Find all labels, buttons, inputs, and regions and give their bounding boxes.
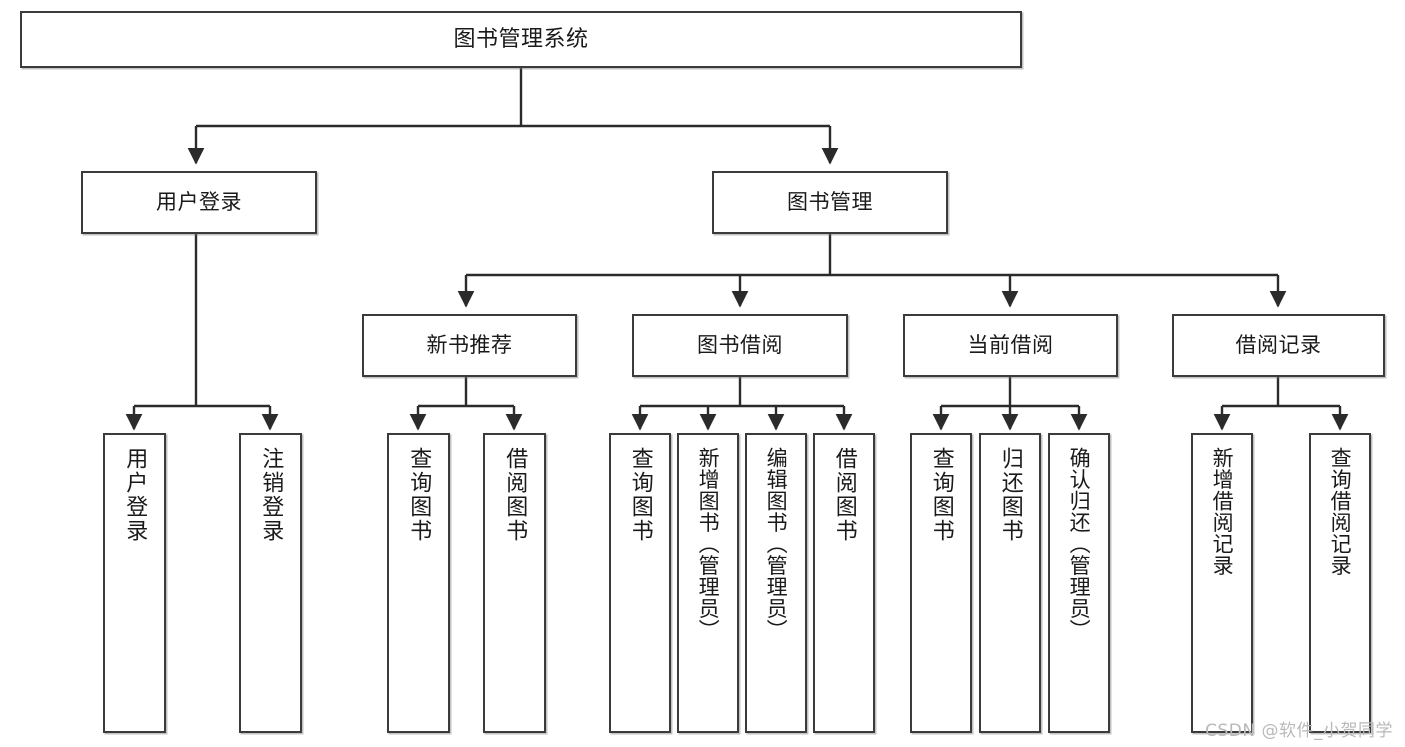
node-label: 新书推荐 <box>426 333 513 358</box>
node-label: 新增图书（管理员） <box>696 447 721 641</box>
leaf-logout[interactable]: 注销登录 <box>239 433 302 733</box>
leaf-add-borrow-record[interactable]: 新增借阅记录 <box>1191 433 1253 733</box>
node-label: 用户登录 <box>122 447 148 543</box>
leaf-search-books-current[interactable]: 查询图书 <box>910 433 972 733</box>
leaf-return-books[interactable]: 归还图书 <box>979 433 1041 733</box>
node-current-borrowing[interactable]: 当前借阅 <box>903 314 1118 377</box>
node-label: 确认归还（管理员） <box>1067 447 1092 641</box>
node-new-book-recommendation[interactable]: 新书推荐 <box>362 314 577 377</box>
node-label: 归还图书 <box>997 447 1023 543</box>
leaf-edit-book-admin[interactable]: 编辑图书（管理员） <box>745 433 807 733</box>
node-label: 图书借阅 <box>697 333 783 358</box>
node-label: 借阅图书 <box>502 447 528 543</box>
node-label: 图书管理系统 <box>453 26 589 52</box>
node-label: 借阅图书 <box>831 447 857 543</box>
node-user-login[interactable]: 用户登录 <box>81 171 317 234</box>
node-label: 编辑图书（管理员） <box>764 447 789 641</box>
leaf-confirm-return-admin[interactable]: 确认归还（管理员） <box>1048 433 1110 733</box>
csdn-watermark: CSDN @软件_小贺同学 <box>1205 721 1393 741</box>
node-book-borrowing[interactable]: 图书借阅 <box>632 314 848 377</box>
node-label: 查询图书 <box>406 447 432 543</box>
node-borrow-records[interactable]: 借阅记录 <box>1172 314 1385 377</box>
node-label: 查询图书 <box>627 447 653 543</box>
leaf-borrow-books-recommendation[interactable]: 借阅图书 <box>483 433 546 733</box>
node-label: 新增借阅记录 <box>1210 447 1235 576</box>
leaf-borrow-books-borrowing[interactable]: 借阅图书 <box>813 433 875 733</box>
node-label: 查询图书 <box>928 447 954 543</box>
leaf-search-books-recommendation[interactable]: 查询图书 <box>387 433 450 733</box>
node-label: 借阅记录 <box>1235 333 1322 358</box>
node-label: 用户登录 <box>156 190 242 215</box>
node-label: 图书管理 <box>787 190 873 215</box>
node-label: 注销登录 <box>258 447 284 543</box>
leaf-search-borrow-record[interactable]: 查询借阅记录 <box>1309 433 1371 733</box>
node-label: 当前借阅 <box>967 333 1054 358</box>
leaf-user-login[interactable]: 用户登录 <box>103 433 166 733</box>
leaf-search-books-borrowing[interactable]: 查询图书 <box>609 433 671 733</box>
leaf-add-book-admin[interactable]: 新增图书（管理员） <box>677 433 739 733</box>
node-root-book-management-system[interactable]: 图书管理系统 <box>20 11 1022 68</box>
node-label: 查询借阅记录 <box>1328 447 1353 576</box>
node-book-management[interactable]: 图书管理 <box>712 171 948 234</box>
